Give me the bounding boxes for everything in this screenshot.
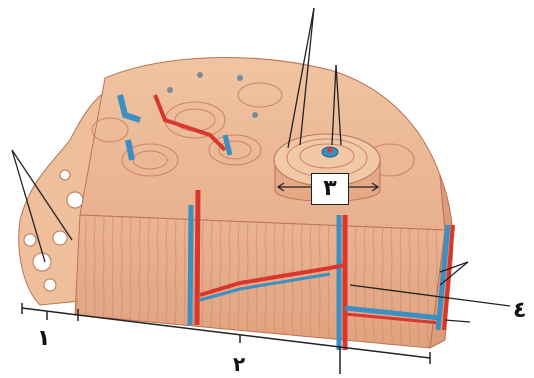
label-four: ٤ [513,298,526,323]
label-one: ١ [37,326,50,351]
label-three-box: ٣ [311,173,349,205]
label-two: ٢ [233,352,245,376]
compact-bone-top-surface [80,58,445,230]
